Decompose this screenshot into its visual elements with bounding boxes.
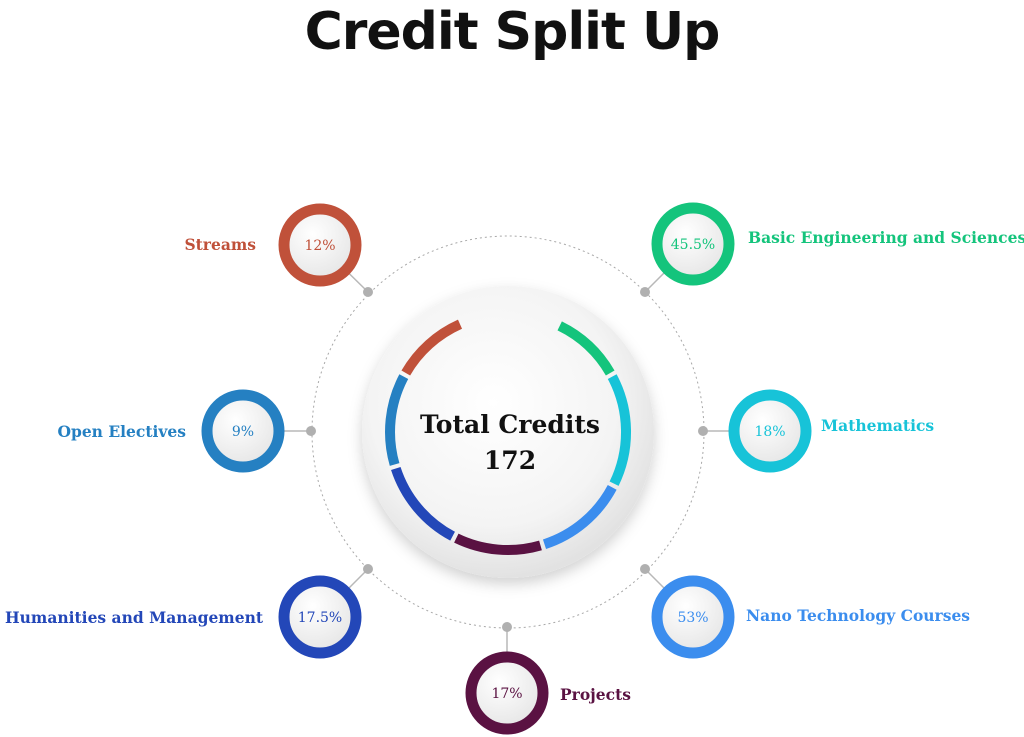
label-humanities-and-management: Humanities and Management bbox=[5, 608, 264, 627]
percent-humanities-and-management: 17.5% bbox=[298, 610, 342, 626]
orbit-dot-basic-engineering-and-sciences bbox=[640, 287, 650, 297]
center-value: 172 bbox=[484, 446, 536, 475]
arc-segment-projects bbox=[454, 533, 542, 555]
percent-projects: 17% bbox=[491, 686, 522, 702]
label-basic-engineering-and-sciences: Basic Engineering and Sciences bbox=[748, 228, 1024, 247]
node-ring-streams bbox=[278, 203, 362, 287]
arc-segment-open-electives bbox=[385, 374, 409, 466]
percent-streams: 12% bbox=[304, 238, 335, 254]
arc-segment-nano-technology-courses bbox=[542, 484, 617, 549]
page-title: Credit Split Up bbox=[304, 2, 721, 62]
node-ring-humanities-and-management bbox=[278, 575, 362, 659]
node-ring-basic-engineering-and-sciences bbox=[651, 202, 735, 286]
orbit-dot-projects bbox=[502, 622, 512, 632]
arc-segment-mathematics bbox=[607, 374, 632, 486]
orbit-dot-mathematics bbox=[698, 426, 708, 436]
percent-basic-engineering-and-sciences: 45.5% bbox=[671, 237, 715, 253]
center-arc-ring bbox=[385, 319, 632, 555]
arc-segment-streams bbox=[401, 319, 463, 376]
label-streams: Streams bbox=[184, 235, 256, 254]
percent-open-electives: 9% bbox=[232, 424, 254, 440]
node-ring-projects bbox=[465, 651, 549, 735]
orbit-dot-humanities-and-management bbox=[363, 564, 373, 574]
arc-segment-humanities-and-management bbox=[391, 466, 456, 541]
node-ring-nano-technology-courses bbox=[651, 575, 735, 659]
orbit-dot-streams bbox=[363, 287, 373, 297]
label-open-electives: Open Electives bbox=[57, 422, 186, 441]
percent-mathematics: 18% bbox=[754, 424, 785, 440]
node-ring-mathematics bbox=[728, 389, 812, 473]
center-disc bbox=[362, 286, 654, 578]
label-projects: Projects bbox=[560, 685, 631, 704]
node-ring-open-electives bbox=[201, 389, 285, 473]
label-mathematics: Mathematics bbox=[821, 416, 934, 435]
orbit-dot-nano-technology-courses bbox=[640, 564, 650, 574]
label-nano-technology-courses: Nano Technology Courses bbox=[746, 606, 970, 625]
arc-segment-basic-engineering-and-sciences bbox=[557, 321, 615, 376]
orbit-dot-open-electives bbox=[306, 426, 316, 436]
percent-nano-technology-courses: 53% bbox=[677, 610, 708, 626]
center-title: Total Credits bbox=[420, 410, 600, 439]
